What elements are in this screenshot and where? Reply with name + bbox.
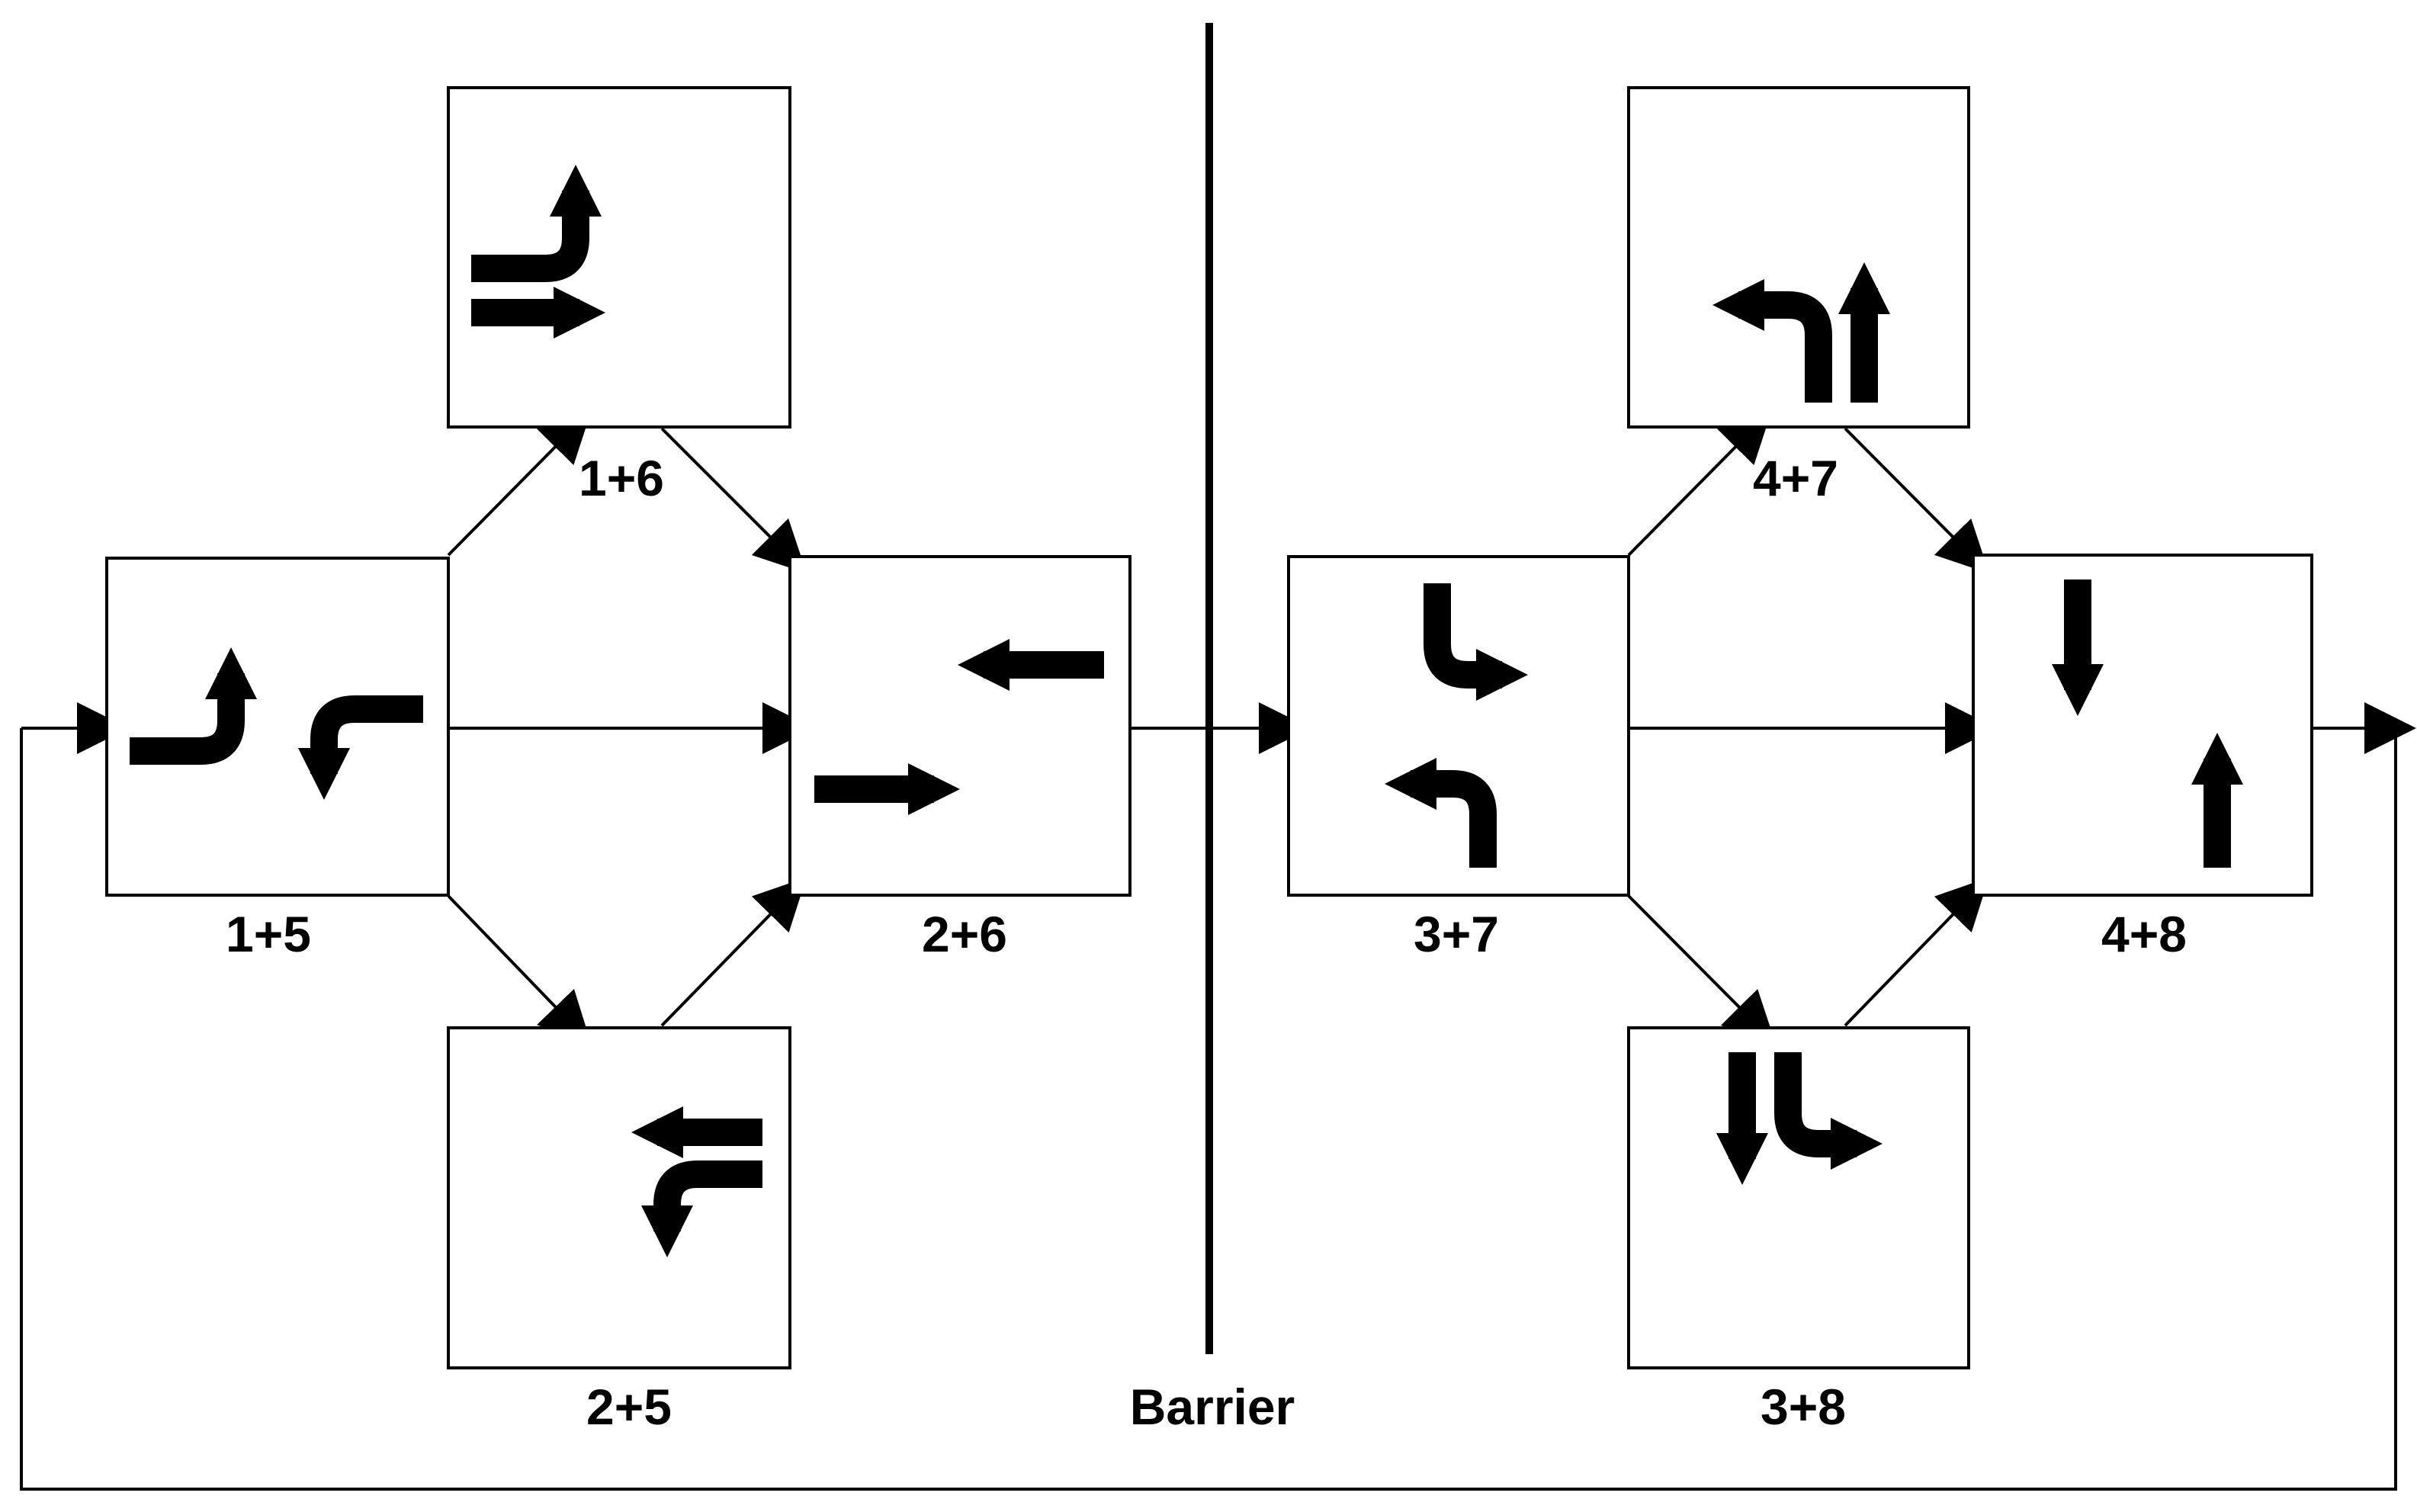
phase-label-3-7: 3+7 [1414, 906, 1499, 962]
left-turn-right-arrow-icon [1774, 1052, 1883, 1170]
phase-label-2-6: 2+6 [922, 906, 1007, 962]
phase-labels: 1+5 1+6 2+5 2+6 3+7 4+7 3+8 4+8 Barrier [226, 450, 2187, 1435]
flow-3-7-to-4-7 [1627, 409, 1772, 557]
movements-3-7 [1385, 583, 1528, 868]
movements-1-5 [130, 647, 423, 800]
flow-1-6-to-2-6 [660, 427, 807, 574]
flow-1-5-to-1-6 [447, 409, 592, 557]
movements-1-6 [471, 165, 605, 339]
phase-label-1-6: 1+6 [579, 450, 664, 506]
flow-1-5-to-2-5 [447, 894, 592, 1045]
flow-connectors [20, 409, 2416, 1491]
phase-box-4-7 [1627, 86, 1970, 429]
left-turn-right-arrow-icon [1424, 583, 1528, 701]
barrier-label: Barrier [1130, 1379, 1295, 1435]
phase-label-3-8: 3+8 [1761, 1379, 1846, 1435]
phase-box-2-6 [788, 555, 1131, 897]
flow-4-7-to-4-8 [1844, 427, 1989, 574]
phase-label-4-7: 4+7 [1753, 450, 1838, 506]
phase-box-3-7 [1287, 555, 1630, 897]
phase-label-4-8: 4+8 [2101, 906, 2187, 962]
left-turn-down-arrow-icon [641, 1160, 762, 1257]
left-turn-up-arrow-icon [130, 647, 257, 765]
movements-2-6 [814, 639, 1104, 815]
phase-label-1-5: 1+5 [226, 906, 311, 962]
movements-2-5 [631, 1106, 762, 1257]
phase-label-2-5: 2+5 [586, 1379, 672, 1435]
phase-box-2-5 [447, 1026, 791, 1369]
left-turn-left-arrow-icon [1712, 279, 1832, 403]
phase-box-1-5 [105, 557, 450, 897]
return-loop [20, 727, 2397, 1491]
left-turn-up-arrow-icon [471, 165, 602, 282]
flow-2-5-to-2-6 [660, 877, 807, 1027]
movements-3-8 [1716, 1052, 1883, 1185]
flow-3-8-to-4-8 [1844, 877, 1989, 1027]
movements-4-8 [2052, 579, 2243, 868]
left-turn-down-arrow-icon [298, 695, 423, 800]
movements-4-7 [1712, 262, 1890, 403]
flow-3-7-to-3-8 [1627, 894, 1776, 1045]
phase-box-4-8 [1972, 554, 2313, 897]
left-turn-left-arrow-icon [1385, 758, 1497, 868]
